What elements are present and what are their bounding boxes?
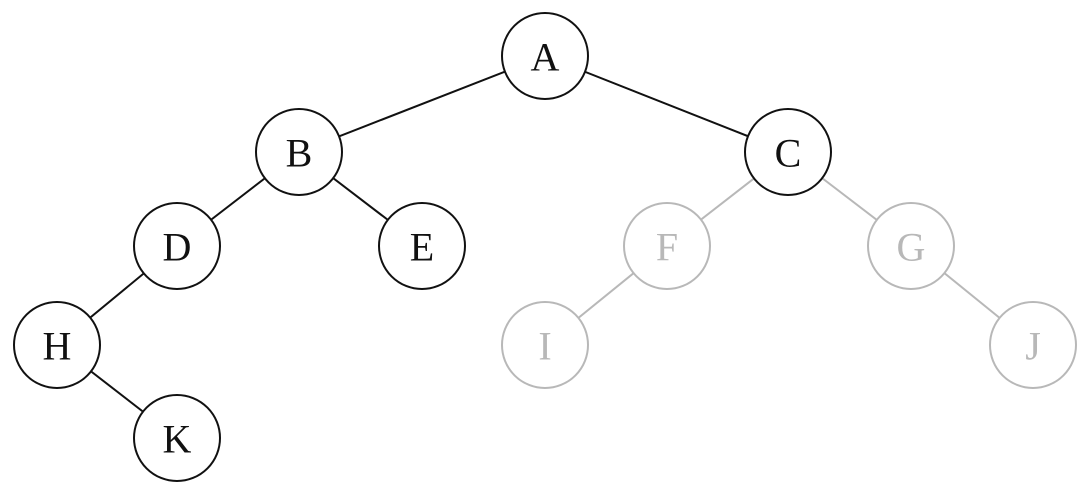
node-label: E [410,225,434,270]
tree-node-b: B [255,108,343,196]
tree-node-g: G [867,202,955,290]
tree-nodes: A B C D E F G H I J K [13,12,1077,482]
node-circle [133,394,221,482]
node-circle [989,301,1077,389]
node-label: H [43,324,72,369]
tree-node-i: I [501,301,589,389]
node-circle [501,301,589,389]
node-circle [501,12,589,100]
edge-a-b [298,55,546,153]
node-label: A [531,35,560,80]
tree-node-d: D [133,202,221,290]
node-label: C [775,131,802,176]
node-label: G [897,225,926,270]
node-circle [255,108,343,196]
node-label: F [656,225,678,270]
tree-node-a: A [501,12,589,100]
node-label: I [538,324,551,369]
node-circle [744,108,832,196]
node-circle [13,301,101,389]
tree-node-k: K [133,394,221,482]
node-label: K [163,417,192,462]
tree-node-c: C [744,108,832,196]
node-circle [623,202,711,290]
node-label: J [1025,324,1041,369]
node-circle [378,202,466,290]
node-circle [133,202,221,290]
node-label: B [286,131,313,176]
tree-node-f: F [623,202,711,290]
node-circle [867,202,955,290]
tree-node-j: J [989,301,1077,389]
node-label: D [163,225,192,270]
tree-node-h: H [13,301,101,389]
tree-node-e: E [378,202,466,290]
